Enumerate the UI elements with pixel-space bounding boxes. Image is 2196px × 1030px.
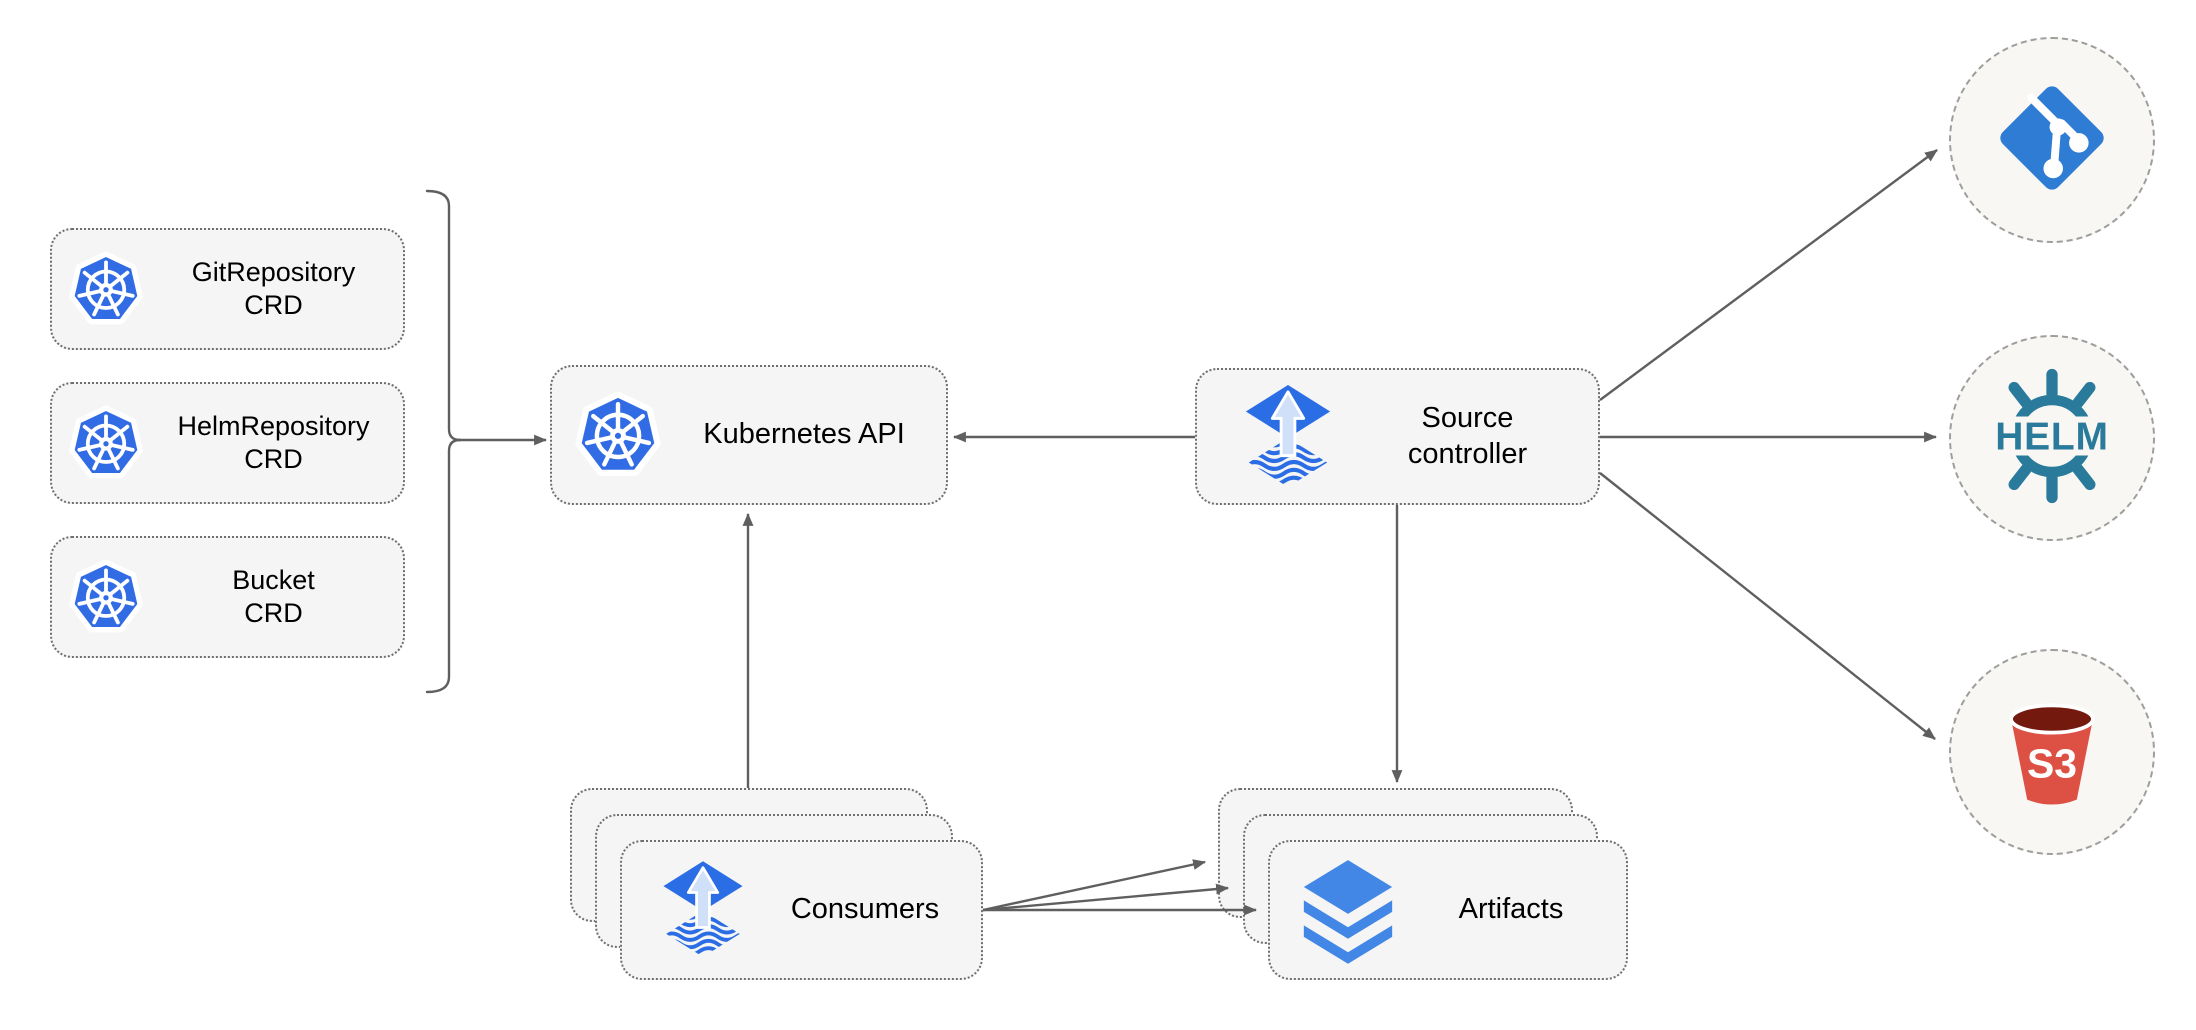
flux-icon [657, 855, 749, 965]
kubernetes-icon [68, 559, 144, 635]
node-label: HelmRepository CRD [177, 411, 370, 474]
node-label: Source controller [1407, 402, 1528, 470]
git-icon [1991, 77, 2113, 204]
node-label: Consumers [790, 893, 940, 926]
arrow-consumers-to-artifacts-1 [982, 859, 1207, 912]
node-git-source [1949, 37, 2155, 243]
arrow-source-controller-to-git [1599, 149, 1938, 401]
kubernetes-icon [574, 391, 662, 479]
s3-label: S3 [2027, 740, 2077, 786]
node-artifacts: Artifacts [1268, 840, 1628, 980]
arrow-consumers-to-artifacts-2 [982, 883, 1230, 912]
node-s3-source: S3 [1949, 649, 2155, 855]
node-label: Bucket CRD [232, 565, 315, 628]
helm-icon: HELM [1977, 361, 2127, 516]
node-label: GitRepository CRD [191, 257, 356, 320]
s3-bucket-icon: S3 [1990, 688, 2114, 817]
helm-label: HELM [1995, 415, 2109, 458]
node-consumers: Consumers [620, 840, 983, 980]
node-helm-source: HELM [1949, 335, 2155, 541]
node-label: Artifacts [1458, 893, 1564, 926]
node-gitrepository-crd: GitRepository CRD [50, 228, 405, 350]
node-helmrepository-crd: HelmRepository CRD [50, 382, 405, 504]
bracket-crds-bottom [425, 438, 462, 694]
arrow-source-controller-to-s3 [1599, 472, 1936, 740]
node-kubernetes-api: Kubernetes API [550, 365, 948, 505]
node-bucket-crd: Bucket CRD [50, 536, 405, 658]
kubernetes-icon [68, 251, 144, 327]
layers-icon [1300, 856, 1396, 964]
kubernetes-icon [68, 405, 144, 481]
flux-icon [1239, 379, 1337, 495]
bracket-crds-top [425, 189, 462, 442]
node-label: Kubernetes API [703, 418, 905, 451]
node-source-controller: Source controller [1195, 368, 1600, 505]
